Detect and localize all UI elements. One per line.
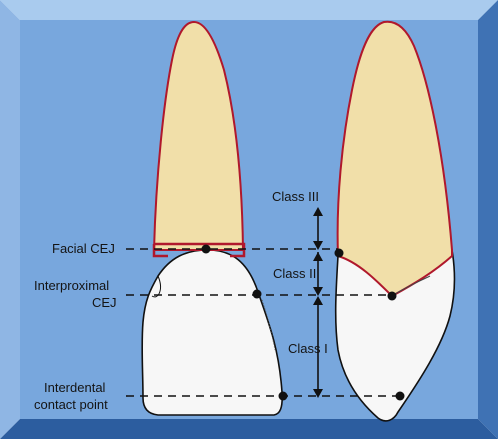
- frame-left-bevel: [0, 0, 20, 439]
- frame-right-bevel: [478, 0, 498, 439]
- dot-marker-icon: [279, 392, 288, 401]
- class-2-label: Class II: [273, 266, 316, 281]
- contact-point-label-line2: contact point: [34, 397, 108, 412]
- interproximal-cej-label-line2: CEJ: [92, 295, 117, 310]
- class-1-label: Class I: [288, 341, 328, 356]
- contact-point-label-line1: Interdental: [44, 380, 106, 395]
- dot-marker-icon: [335, 249, 344, 258]
- dot-marker-icon: [388, 292, 397, 301]
- frame-bottom-bevel: [0, 419, 498, 439]
- facial-cej-label: Facial CEJ: [52, 241, 115, 256]
- dot-marker-icon: [253, 290, 262, 299]
- dot-marker-icon: [396, 392, 405, 401]
- frame-top-bevel: [0, 0, 498, 20]
- interproximal-cej-label-line1: Interproximal: [34, 278, 109, 293]
- dot-marker-icon: [202, 245, 211, 254]
- class-3-label: Class III: [272, 189, 319, 204]
